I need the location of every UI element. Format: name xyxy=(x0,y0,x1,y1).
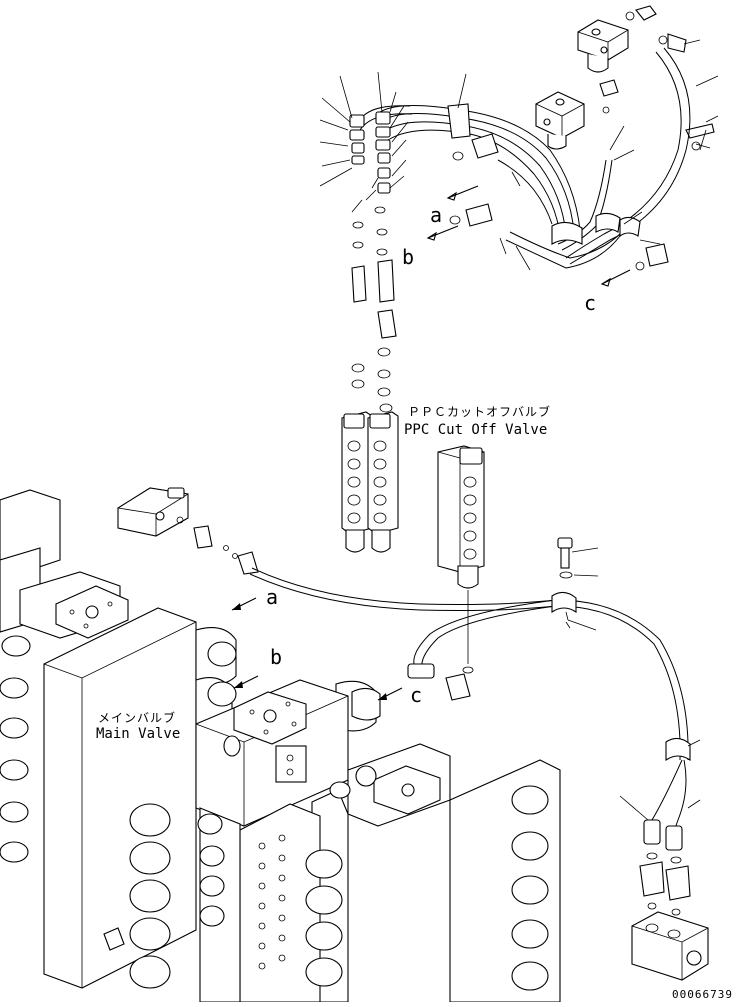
upper-block-mid xyxy=(535,91,585,150)
ppc-label-jp: ＰＰＣカットオフバルブ xyxy=(408,404,551,419)
ppc-valve-single xyxy=(437,445,485,674)
main-valve-label-jp: メインバルブ xyxy=(98,710,176,725)
middle-hose-run xyxy=(249,567,691,916)
ref-a-bottom: a xyxy=(266,585,278,609)
main-valve-label-en: Main Valve xyxy=(96,726,180,742)
top-hose-bundle xyxy=(359,47,691,269)
ref-a-top: a xyxy=(430,203,442,227)
main-valve-assembly xyxy=(0,489,561,1003)
ppc-valve-pair xyxy=(341,411,399,553)
top-elbow-fittings xyxy=(426,133,669,287)
text-labels: a b c ＰＰＣカットオフバルブ PPC Cut Off Valve a b … xyxy=(96,203,733,1001)
bottom-right-block xyxy=(631,911,709,981)
small-block-left xyxy=(117,487,259,575)
ref-b-bottom: b xyxy=(270,645,282,669)
ppc-label-en: PPC Cut Off Valve xyxy=(404,422,547,438)
drawing-number: 00066739 xyxy=(672,988,733,1001)
ref-b-top: b xyxy=(402,245,414,269)
bolt-washer xyxy=(557,537,701,821)
upper-block-right xyxy=(577,19,629,73)
top-left-fitting-stack xyxy=(349,111,397,413)
ref-c-bottom: c xyxy=(410,683,422,707)
top-leader-lines xyxy=(319,39,719,271)
ref-c-top: c xyxy=(584,291,596,315)
